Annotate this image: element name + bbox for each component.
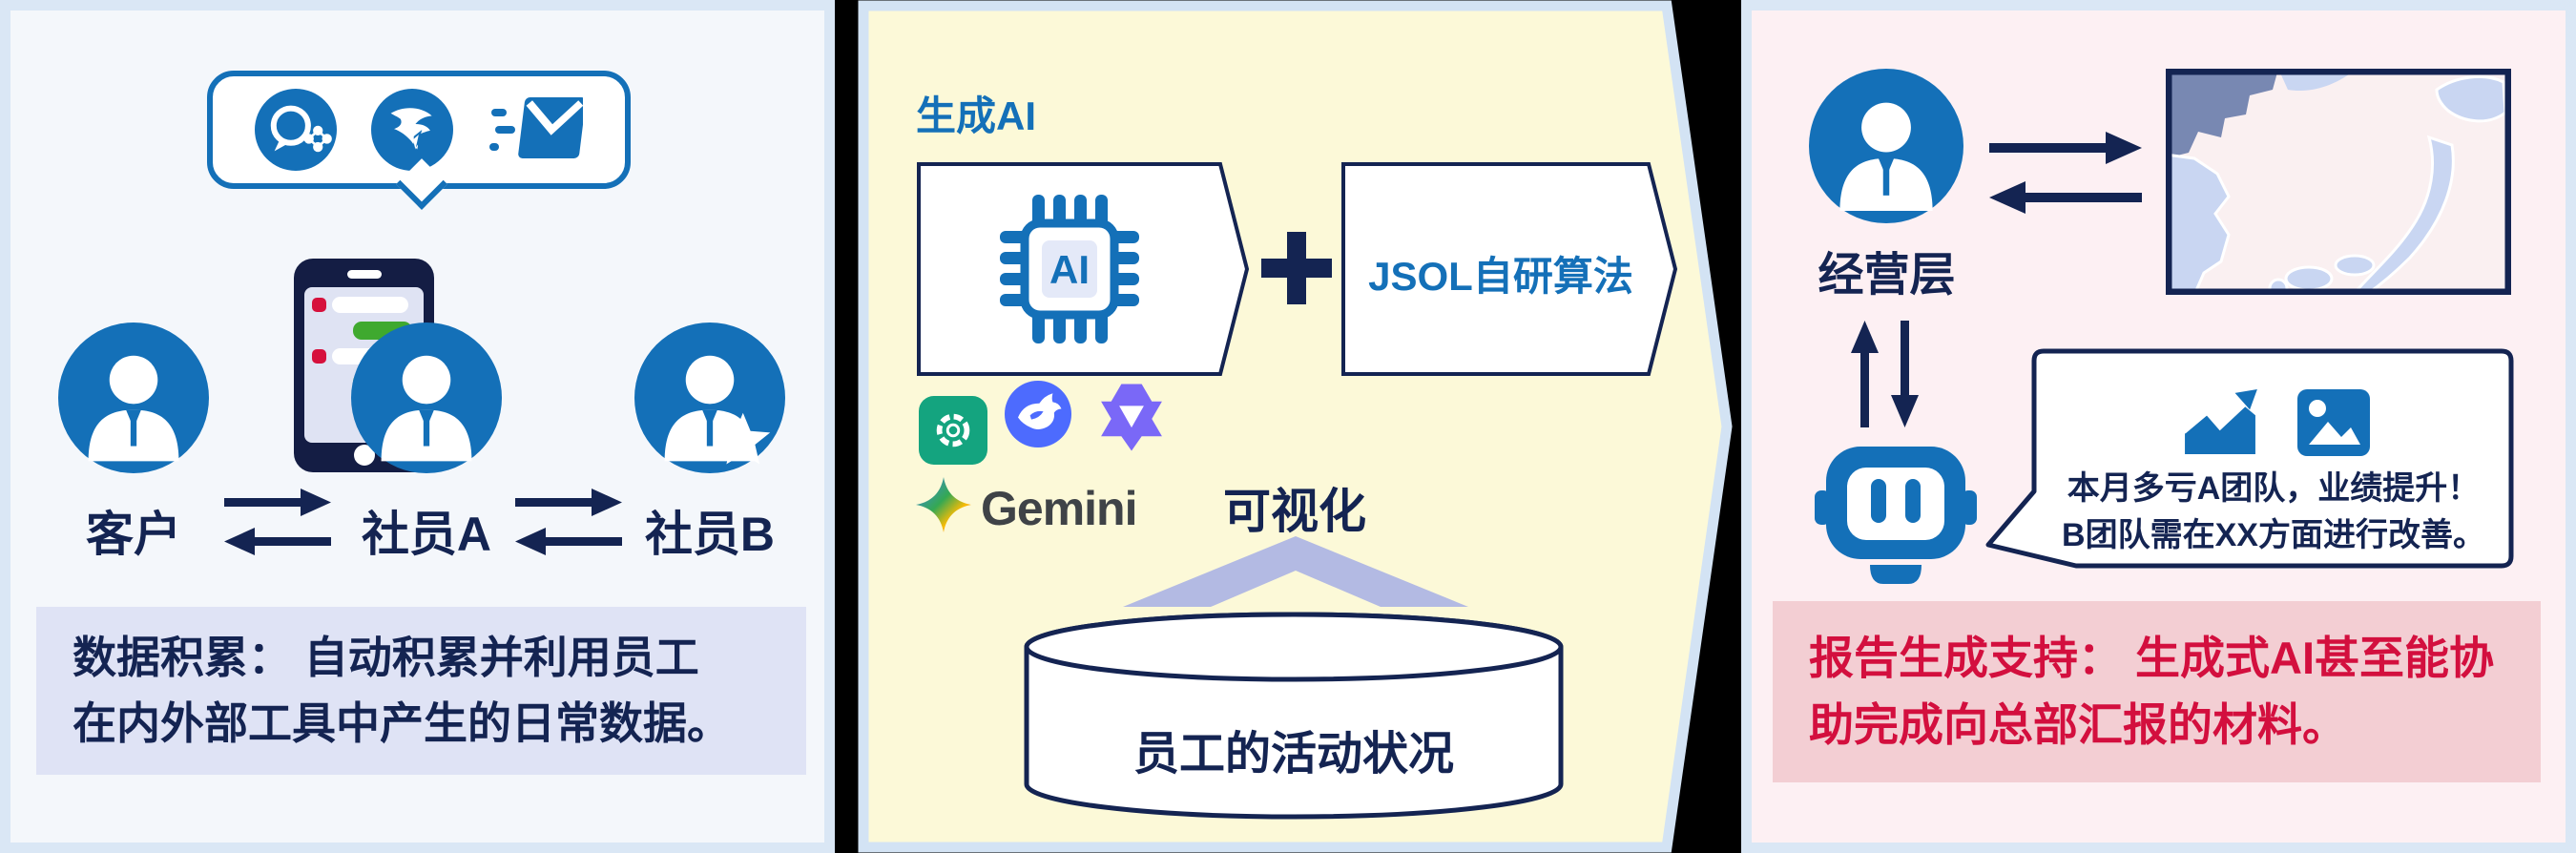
- plus-icon: [1261, 232, 1332, 304]
- actor-label-employee-b: 社员B: [644, 508, 776, 561]
- chip-label: AI: [1049, 247, 1090, 292]
- chat-avatar: [312, 349, 326, 364]
- deepseek-icon: [1005, 381, 1071, 447]
- chat-avatar: [312, 298, 326, 312]
- phone-speaker: [346, 270, 382, 279]
- speed-mail-icon: [489, 97, 583, 158]
- bubble-line: 本月多亏A团队，业绩提升！: [2067, 470, 2481, 507]
- actor-label-customer: 客户: [86, 508, 181, 561]
- robot-report-text: 本月多亏A团队，业绩提升！ B团队需在XX方面进行改善。: [2051, 469, 2496, 555]
- gemini-wordmark: Gemini: [981, 482, 1137, 535]
- up-down-arrows-icon: [1851, 321, 1919, 427]
- dingtalk-icon: [371, 89, 453, 171]
- chat-message: [332, 297, 408, 313]
- swap-arrows-icon: [224, 489, 331, 555]
- caption-line: 助完成向总部汇报的材料。: [1809, 699, 2347, 750]
- robot-icon: [1815, 447, 1977, 584]
- qwen-icon: [1101, 384, 1162, 451]
- caption-line: 数据积累： 自动积累并利用员工: [73, 632, 699, 682]
- robot-speech-bubble: [1985, 348, 2514, 569]
- customer-person-icon: [58, 322, 209, 473]
- database-cylinder: [1024, 612, 1564, 820]
- japan-map: [2166, 69, 2511, 295]
- data-accumulation-caption: 数据积累： 自动积累并利用员工 在内外部工具中产生的日常数据。: [36, 607, 806, 775]
- bubble-line: B团队需在XX方面进行改善。: [2062, 516, 2485, 553]
- chatgpt-icon: [919, 396, 987, 465]
- gemini-icon: [916, 477, 971, 532]
- employee-a-person-icon: [351, 322, 502, 473]
- employee-b-person-star-icon: [634, 322, 785, 473]
- manager-label: 经营层: [1818, 250, 1956, 301]
- database-label: 员工的活动状况: [1132, 729, 1454, 780]
- wechat-work-icon: [255, 89, 337, 171]
- actor-label-employee-a: 社员A: [361, 508, 492, 561]
- image-icon: [2297, 389, 2370, 456]
- up-chevron-arrow-icon: [1123, 536, 1468, 607]
- caption-line: 报告生成支持： 生成式AI甚至能协: [1809, 632, 2495, 683]
- phone-home-button: [353, 445, 375, 466]
- manager-person-icon: [1809, 69, 1963, 223]
- exchange-arrows-icon: [1989, 132, 2142, 214]
- visualization-label: 可视化: [1223, 485, 1366, 538]
- jsol-algorithm-label: JSOL自研算法: [1368, 254, 1633, 299]
- tools-speech-bubble: [207, 71, 631, 210]
- chart-up-icon: [2182, 389, 2257, 455]
- ai-chip-icon: AI: [1000, 195, 1139, 343]
- report-generation-caption: 报告生成支持： 生成式AI甚至能协 助完成向总部汇报的材料。: [1773, 601, 2541, 782]
- generative-ai-title: 生成AI: [916, 94, 1037, 138]
- swap-arrows-icon: [515, 489, 622, 555]
- jsol-algorithm-box: [1341, 162, 1677, 376]
- caption-line: 在内外部工具中产生的日常数据。: [73, 698, 731, 748]
